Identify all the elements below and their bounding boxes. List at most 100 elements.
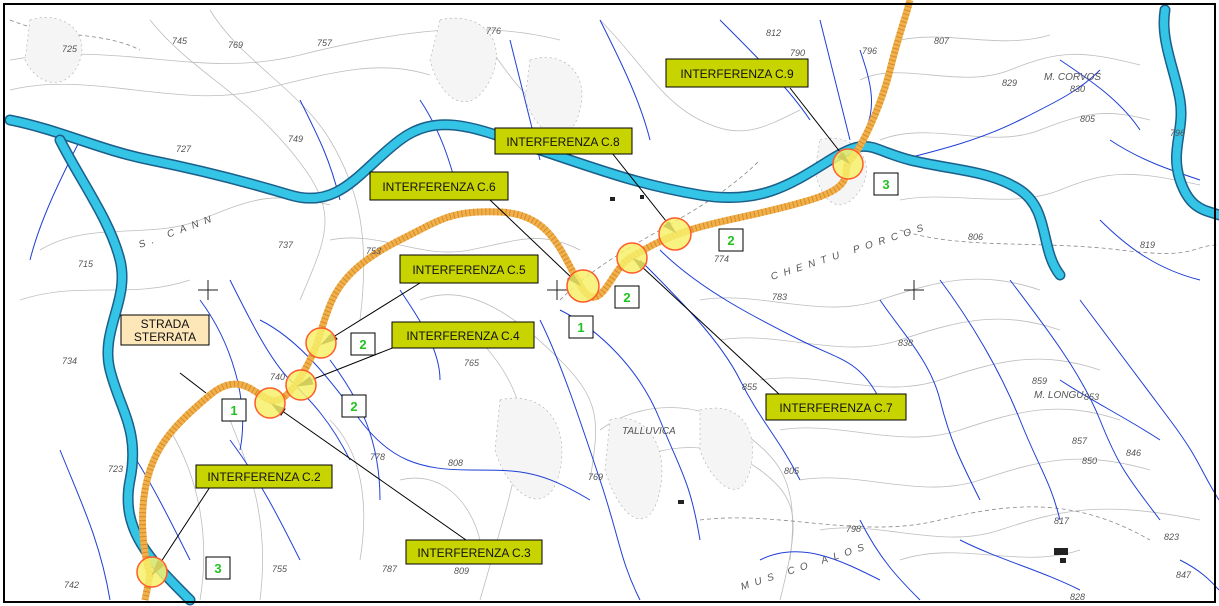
contour-label: 855 <box>742 382 758 392</box>
contour-label: 812 <box>766 28 781 38</box>
contour-label: 755 <box>272 564 288 574</box>
contour-label: 808 <box>448 458 463 468</box>
callout-label: INTERFERENZA C.8 <box>506 135 620 149</box>
callout-box <box>391 321 535 349</box>
contour-label: 727 <box>176 144 192 154</box>
contour-label: 749 <box>288 134 303 144</box>
contour-label: 796 <box>862 46 877 56</box>
contour-label: 817 <box>1054 516 1070 526</box>
contour-label: 740 <box>270 372 285 382</box>
place-label: TALLUVICA <box>622 426 676 437</box>
contour-label: 725 <box>62 44 78 54</box>
contour-label: 787 <box>382 564 398 574</box>
contour-label: 823 <box>1164 532 1179 542</box>
callout-label: INTERFERENZA C.9 <box>680 67 794 81</box>
number-box-value: 3 <box>882 177 889 192</box>
number-box-value: 2 <box>727 233 734 248</box>
contour-label: 723 <box>108 464 123 474</box>
interference-circle <box>616 242 648 274</box>
number-box: 2 <box>614 285 640 309</box>
callout-box <box>405 539 543 565</box>
contour-label: 853 <box>1084 392 1099 402</box>
strada-sterrata-label[interactable]: STRADA STERRATA <box>120 314 210 346</box>
interference-circle <box>566 269 600 303</box>
contour-label: 753 <box>366 246 381 256</box>
callout-c9[interactable]: INTERFERENZA C.9 <box>665 58 809 88</box>
callout-c3[interactable]: INTERFERENZA C.3 <box>405 539 543 565</box>
callout-c5[interactable]: INTERFERENZA C.5 <box>399 254 539 284</box>
callout-box <box>665 58 809 88</box>
number-box: 2 <box>350 332 376 356</box>
contour-label: 829 <box>1002 78 1017 88</box>
contour-label: 796 <box>1170 128 1185 138</box>
contour-label: 769 <box>588 472 603 482</box>
callout-label: INTERFERENZA C.5 <box>412 263 526 277</box>
contour-label: 757 <box>317 38 333 48</box>
callout-box <box>765 393 907 421</box>
contour-label: 846 <box>1126 448 1141 458</box>
contour-label: 807 <box>934 36 950 46</box>
callout-c2[interactable]: INTERFERENZA C.2 <box>195 464 333 489</box>
contour-label: 745 <box>172 36 188 46</box>
number-box-value: 2 <box>623 290 630 305</box>
contour-label: 805 <box>1080 114 1096 124</box>
contour-label: 806 <box>968 232 983 242</box>
building-symbols <box>610 195 1068 563</box>
callout-c4[interactable]: INTERFERENZA C.4 <box>391 321 535 349</box>
contour-label: 769 <box>228 40 243 50</box>
callout-label: INTERFERENZA C.7 <box>779 401 893 415</box>
number-box-value: 2 <box>359 337 366 352</box>
strada-line-1: STRADA <box>141 317 190 331</box>
number-box: 2 <box>718 228 744 252</box>
contour-label: 798 <box>846 524 861 534</box>
contour-label: 805 <box>784 466 800 476</box>
number-box-value: 3 <box>214 561 221 576</box>
number-box: 3 <box>205 556 231 580</box>
contour-label: 859 <box>1032 376 1047 386</box>
interference-markers <box>136 148 864 588</box>
interference-circle <box>136 556 168 588</box>
contour-label: 742 <box>64 580 79 590</box>
vegetation-patches <box>24 17 867 520</box>
callout-label: INTERFERENZA C.6 <box>382 180 496 194</box>
callout-c7[interactable]: INTERFERENZA C.7 <box>765 393 907 421</box>
contour-label: 828 <box>1070 592 1085 602</box>
contour-label: 830 <box>1070 84 1085 94</box>
contour-labels: 725 745 769 757 776 812 790 796 807 749 … <box>62 26 1192 602</box>
interference-circle <box>658 217 692 251</box>
number-box: 1 <box>221 398 247 422</box>
contour-label: 850 <box>1082 456 1097 466</box>
number-boxes: 3 1 2 2 1 2 2 3 <box>205 172 899 580</box>
contour-label: 737 <box>278 240 294 250</box>
callout-box <box>399 254 539 284</box>
strada-line-2: STERRATA <box>134 330 196 344</box>
strada-box <box>120 314 210 346</box>
number-box: 1 <box>568 315 594 339</box>
river-main <box>4 114 1066 281</box>
callout-box <box>369 171 509 201</box>
interference-circle <box>832 148 864 180</box>
contour-label: 847 <box>1176 570 1192 580</box>
contour-label: 809 <box>454 566 469 576</box>
contour-label: 778 <box>370 452 385 462</box>
callout-box <box>195 464 333 489</box>
contour-label: 790 <box>790 48 805 58</box>
callout-label: INTERFERENZA C.3 <box>417 546 531 560</box>
river-east <box>1158 4 1219 221</box>
number-box-value: 2 <box>350 399 357 414</box>
contour-label: 783 <box>772 292 787 302</box>
streams <box>29 19 1219 601</box>
contour-label: 715 <box>78 259 94 269</box>
number-box-value: 1 <box>577 320 584 335</box>
contour-label: 857 <box>1072 436 1088 446</box>
place-label: M. CORVOS <box>1044 72 1101 83</box>
contour-label: 765 <box>464 358 480 368</box>
callout-c6[interactable]: INTERFERENZA C.6 <box>369 171 509 201</box>
callout-label: INTERFERENZA C.4 <box>406 329 520 343</box>
callout-label: INTERFERENZA C.2 <box>207 470 321 484</box>
contour-label: 776 <box>486 26 501 36</box>
interference-circle <box>254 387 286 419</box>
contour-label: 734 <box>62 356 77 366</box>
callout-c8[interactable]: INTERFERENZA C.8 <box>494 127 633 155</box>
